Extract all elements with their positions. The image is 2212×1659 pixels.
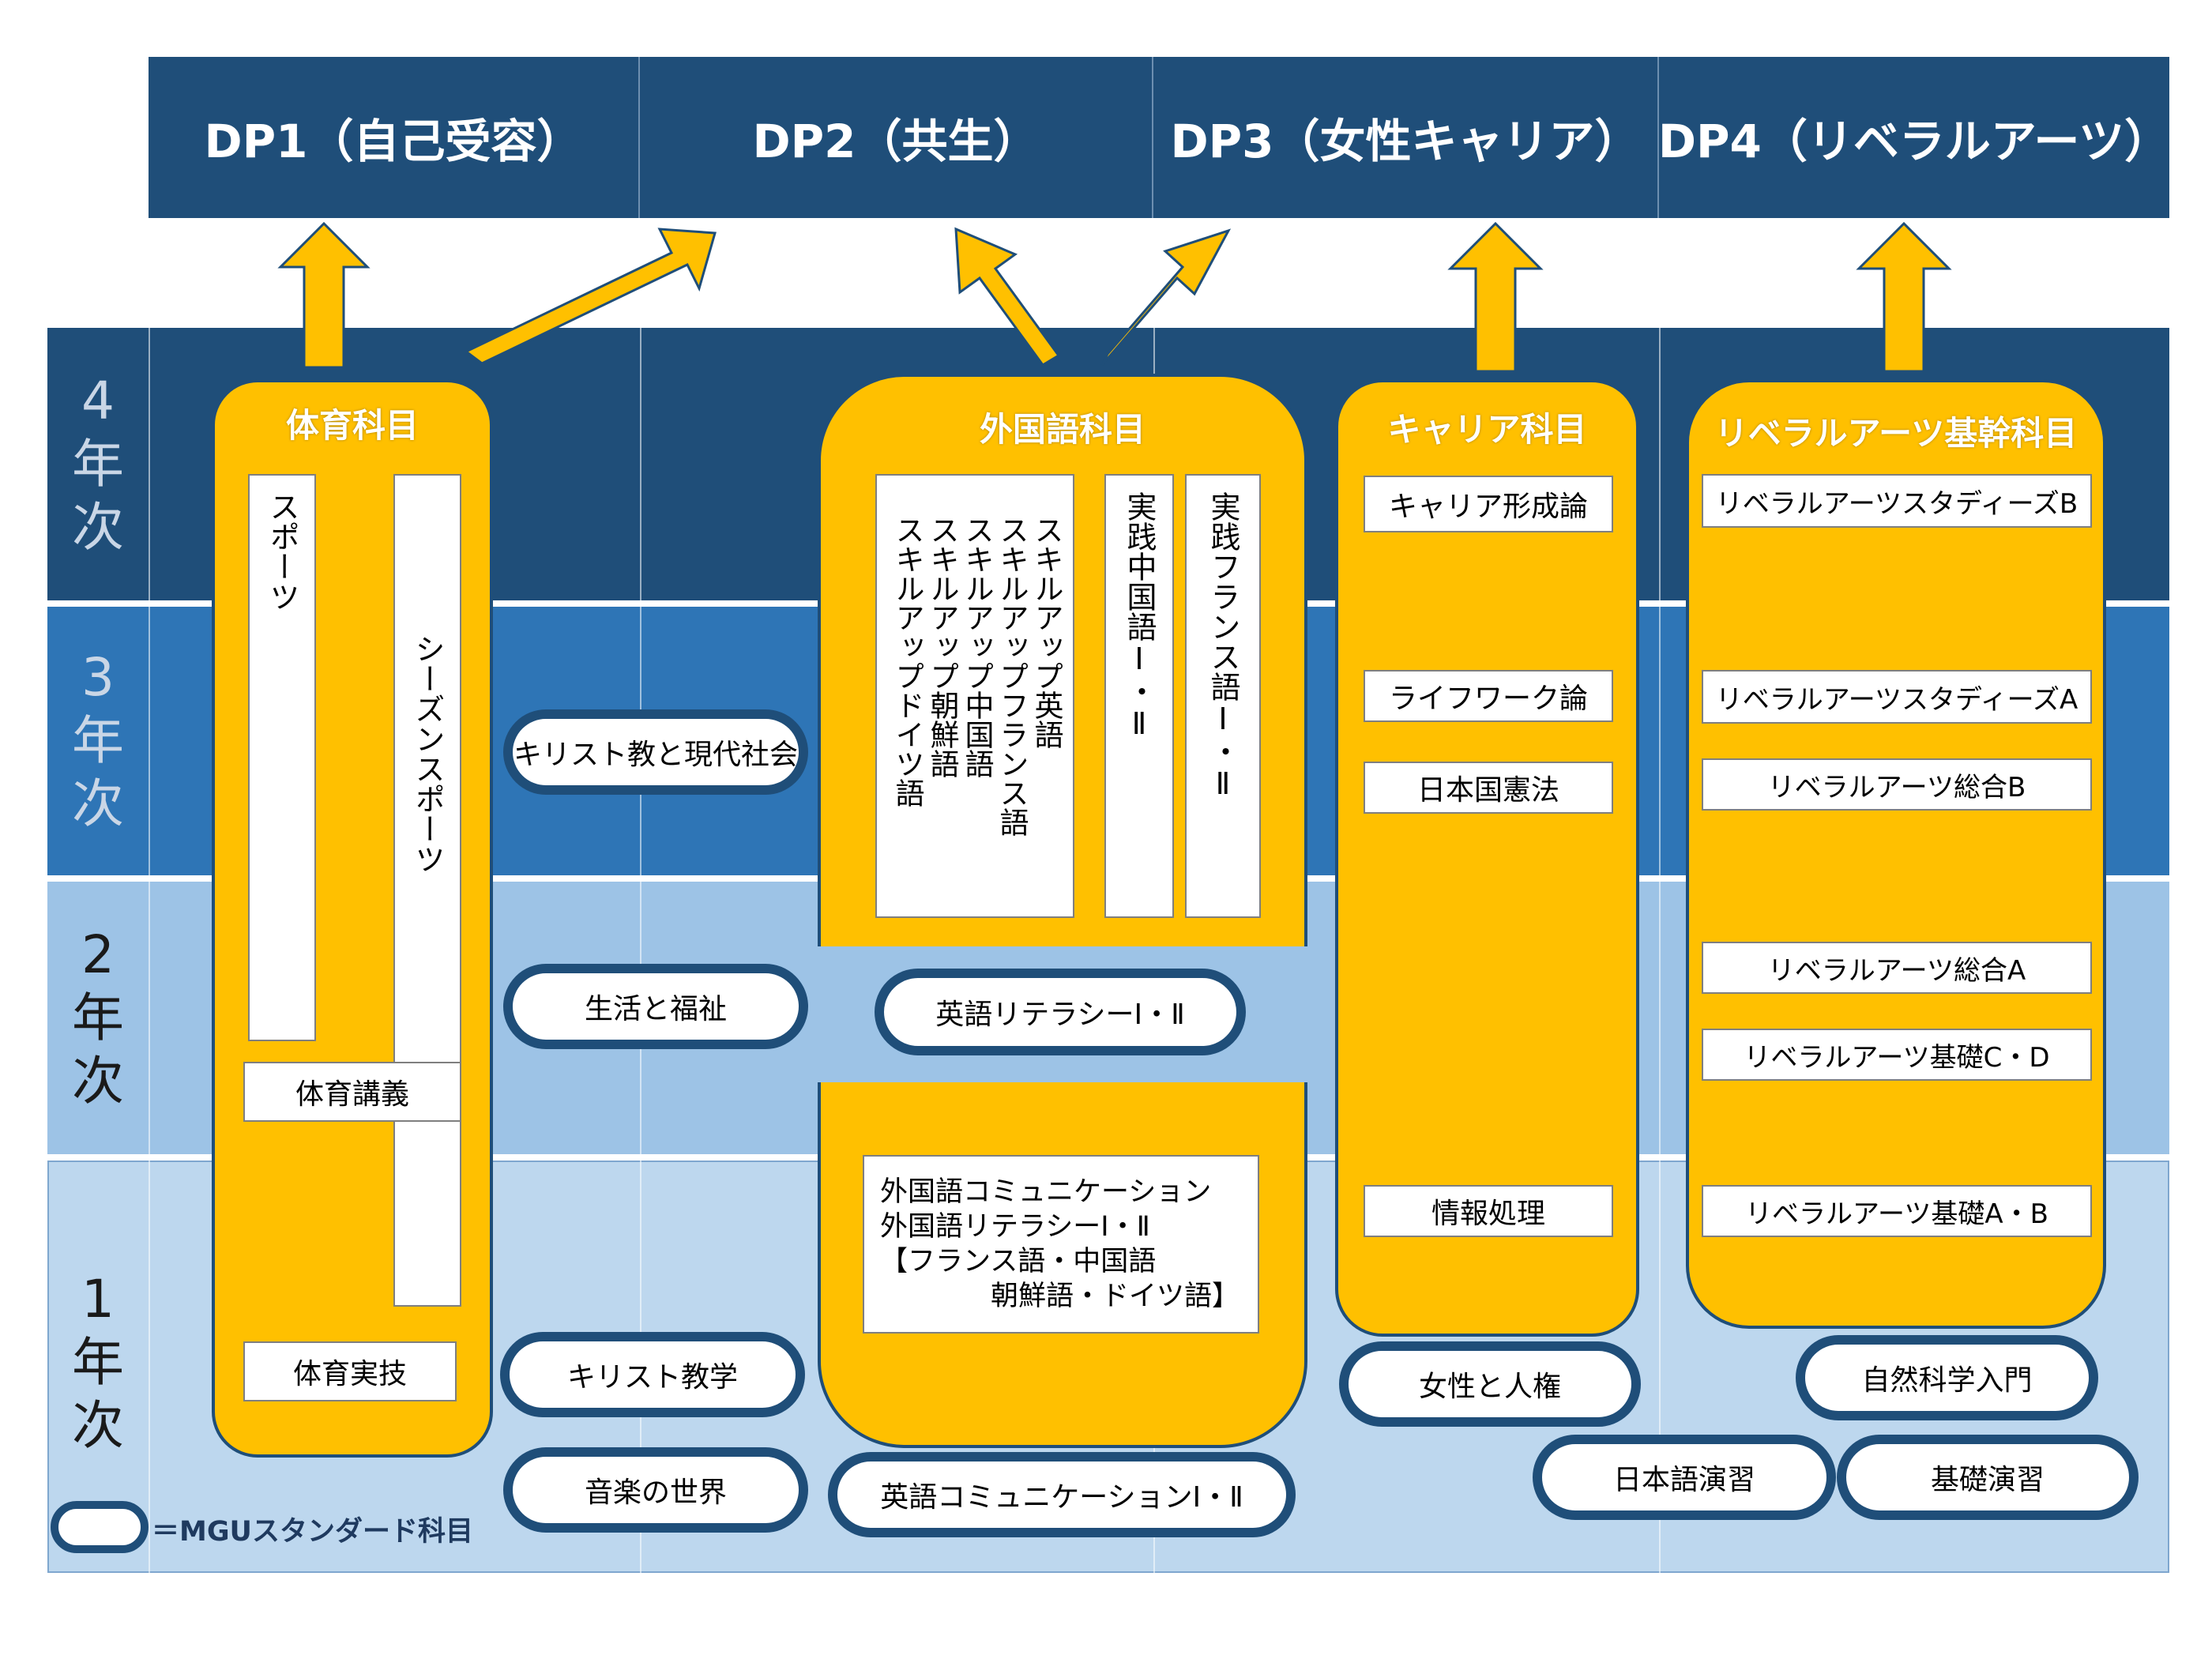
career-item: 情報処理: [1364, 1185, 1613, 1237]
natural-science-oval: 自然科学入門: [1796, 1335, 2098, 1420]
practical-chinese-box: 実践中国語Ⅰ・Ⅱ: [1104, 474, 1174, 918]
life-welfare-oval: 生活と福祉: [503, 964, 808, 1049]
liberal-arts-item: リベラルアーツ基礎C・D: [1702, 1029, 2092, 1081]
legend-text: ＝MGUスタンダード科目: [152, 1516, 473, 1548]
dp2-header: DP2（共生）: [640, 57, 1153, 218]
english-communication-oval: 英語コミュニケーションⅠ・Ⅱ: [828, 1452, 1296, 1537]
fl-year1-line: 外国語コミュニケーション: [880, 1176, 1212, 1208]
skillup-box: スキルアップ英語 スキルアップフランス語 スキルアップ中国語 スキルアップ朝鮮語…: [875, 474, 1074, 918]
pe-lecture-box: 体育講義: [243, 1062, 461, 1122]
dp1-header: DP1（自己受容）: [149, 57, 640, 218]
dp-header-bar: [149, 57, 2169, 218]
english-literacy-oval: 英語リテラシーⅠ・Ⅱ: [875, 969, 1246, 1055]
season-sports-box: シーズンスポーツ: [393, 474, 461, 1307]
basic-practice-oval: 基礎演習: [1837, 1435, 2139, 1520]
grid-line: [1659, 328, 1661, 1576]
career-category: [1335, 379, 1639, 1337]
liberal-arts-item: リベラルアーツ総合A: [1702, 942, 2092, 994]
liberal-arts-item: リベラルアーツスタディーズB: [1702, 474, 2092, 528]
liberal-arts-item: リベラルアーツスタディーズA: [1702, 670, 2092, 724]
english-literacy-band-edge: [1256, 946, 1311, 1082]
dp4-header: DP4（リベラルアーツ）: [1657, 115, 2171, 168]
liberal-arts-item: リベラルアーツ基礎A・B: [1702, 1185, 2092, 1237]
fl-year1-line: 外国語リテラシーⅠ・Ⅱ: [880, 1211, 1150, 1243]
women-rights-oval: 女性と人権: [1339, 1341, 1641, 1427]
liberal-arts-title: リベラルアーツ基幹科目: [1714, 414, 2078, 453]
arrow-fl-dp3: [1100, 228, 1232, 366]
foreign-language-title: 外国語科目: [979, 410, 1146, 449]
practical-french-box: 実践フランス語Ⅰ・Ⅱ: [1185, 474, 1261, 918]
christianity-oval: キリスト教学: [500, 1332, 805, 1417]
career-item: 日本国憲法: [1364, 762, 1613, 814]
sports-box: スポーツ: [248, 474, 316, 1041]
liberal-arts-item: リベラルアーツ総合B: [1702, 758, 2092, 811]
grid-line: [149, 328, 150, 1576]
arrow-fl-dp2: [954, 227, 1061, 367]
fl-year1-line: 朝鮮語・ドイツ語】: [991, 1281, 1240, 1312]
pe-title: 体育科目: [285, 406, 419, 445]
pe-practice-box: 体育実技: [243, 1341, 457, 1401]
arrow-pe-dp1: [277, 221, 371, 369]
liberal-arts-category: [1686, 379, 2106, 1329]
dp3-header: DP3（女性キャリア）: [1153, 57, 1659, 218]
fl-year1-box: 外国語コミュニケーション 外国語リテラシーⅠ・Ⅱ 【フランス語・中国語 朝鮮語・…: [863, 1155, 1259, 1334]
arrow-pe-dp2: [464, 228, 717, 365]
arrow-career-dp3: [1447, 221, 1544, 373]
japanese-practice-oval: 日本語演習: [1533, 1435, 1836, 1520]
legend-oval-sample: [51, 1501, 149, 1553]
fl-year1-line: 【フランス語・中国語: [880, 1246, 1157, 1277]
career-title: キャリア科目: [1387, 410, 1587, 449]
christianity-society-oval: キリスト教と現代社会: [503, 709, 808, 795]
music-world-oval: 音楽の世界: [503, 1447, 808, 1533]
career-item: ライフワーク論: [1364, 670, 1613, 722]
career-item: キャリア形成論: [1364, 476, 1613, 532]
grid-line: [640, 328, 641, 1576]
arrow-la-dp4: [1856, 221, 1952, 373]
